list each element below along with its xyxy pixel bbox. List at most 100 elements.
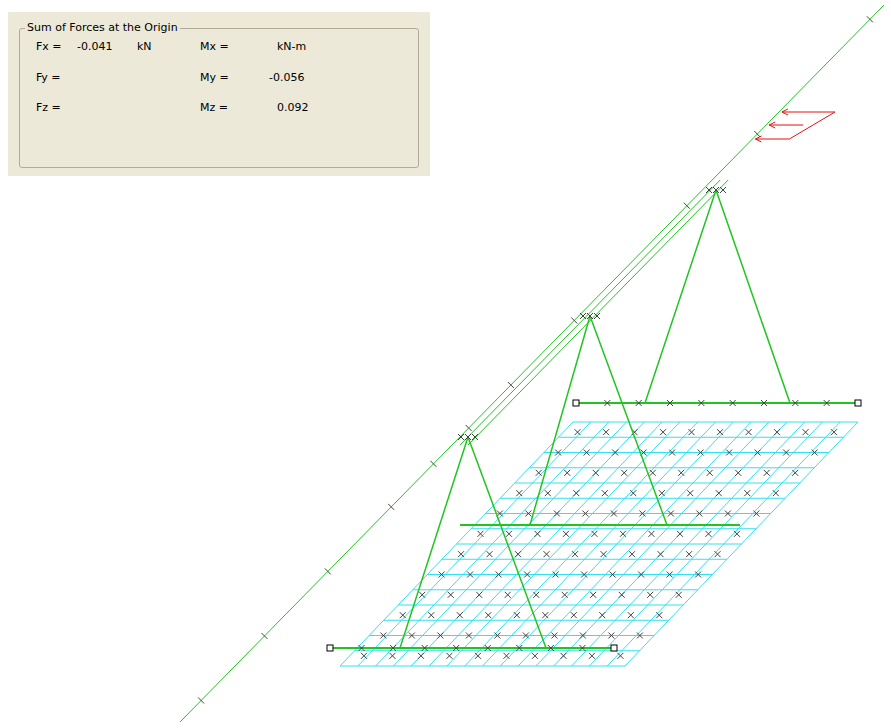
area-mark xyxy=(523,633,529,639)
area-mark xyxy=(524,572,530,578)
area-mark xyxy=(581,572,587,578)
result-value: -0.056 xyxy=(269,71,304,84)
area-mark xyxy=(554,511,560,517)
area-mark xyxy=(656,612,662,618)
area-mark xyxy=(428,612,434,618)
frame-mark xyxy=(580,313,586,319)
frame-mark xyxy=(548,645,554,651)
area-mark xyxy=(792,470,798,476)
area-mark xyxy=(831,429,837,435)
result-value: -0.041 xyxy=(77,40,112,53)
area-mark xyxy=(620,531,626,537)
frame-mark xyxy=(730,400,736,406)
area-mark xyxy=(698,450,704,456)
area-mark xyxy=(669,450,675,456)
area-mark xyxy=(536,470,542,476)
area-mark xyxy=(467,572,473,578)
area-mark xyxy=(582,511,588,517)
area-mark xyxy=(638,572,644,578)
area-mark xyxy=(551,633,557,639)
area-mark xyxy=(545,490,551,496)
area-mark xyxy=(629,551,635,557)
area-mark xyxy=(705,531,711,537)
area-mark xyxy=(523,633,529,639)
area-mark xyxy=(439,572,445,578)
area-mark xyxy=(612,450,618,456)
shell-mesh xyxy=(457,544,742,545)
cable-line xyxy=(180,5,884,722)
result-value: My = xyxy=(200,71,229,84)
frame-mark xyxy=(458,434,464,440)
area-mark xyxy=(466,633,472,639)
area-mark xyxy=(591,531,597,537)
area-mark xyxy=(689,429,695,435)
area-mark xyxy=(487,551,493,557)
area-mark xyxy=(735,470,741,476)
frame-mark xyxy=(390,645,396,651)
area-mark xyxy=(584,450,590,456)
beam xyxy=(460,524,740,526)
area-mark xyxy=(534,531,540,537)
area-mark xyxy=(580,633,586,639)
area-mark xyxy=(746,429,752,435)
result-value: Fx = xyxy=(36,40,62,53)
frame-mark xyxy=(824,400,830,406)
area-mark xyxy=(639,511,645,517)
shell-mesh xyxy=(558,437,843,438)
area-mark xyxy=(457,612,463,618)
area-mark xyxy=(505,592,511,598)
area-mark xyxy=(773,490,779,496)
area-mark xyxy=(628,612,634,618)
area-mark xyxy=(487,551,493,557)
frame-mark xyxy=(824,400,830,406)
area-mark xyxy=(687,490,693,496)
area-mark xyxy=(516,490,522,496)
area-mark xyxy=(783,450,789,456)
results-panel: Sum of Forces at the OriginFx =-0.041kNM… xyxy=(8,12,430,176)
area-mark xyxy=(726,450,732,456)
area-mark xyxy=(457,612,463,618)
area-mark xyxy=(621,470,627,476)
area-mark xyxy=(466,633,472,639)
shell-mesh xyxy=(515,483,800,484)
area-mark xyxy=(705,531,711,537)
shell-mesh xyxy=(589,422,822,666)
area-mark xyxy=(551,633,557,639)
area-mark xyxy=(659,490,665,496)
frame-mark xyxy=(636,400,642,406)
tower-leg xyxy=(645,190,716,403)
frame-mark xyxy=(604,400,610,406)
area-mark xyxy=(689,429,695,435)
area-mark xyxy=(611,511,617,517)
area-mark xyxy=(725,511,731,517)
frame-mark xyxy=(390,645,396,651)
frame-mark xyxy=(713,187,719,193)
area-mark xyxy=(774,429,780,435)
frame-mark xyxy=(548,645,554,651)
area-mark xyxy=(603,429,609,435)
load-arrow xyxy=(755,139,789,140)
area-mark xyxy=(553,572,559,578)
shell-mesh xyxy=(529,467,814,468)
area-mark xyxy=(602,490,608,496)
frame-mark xyxy=(458,434,464,440)
area-mark xyxy=(590,592,596,598)
area-mark xyxy=(562,592,568,598)
area-mark xyxy=(676,592,682,598)
area-mark xyxy=(380,633,386,639)
area-mark xyxy=(525,511,531,517)
area-mark xyxy=(612,450,618,456)
area-mark xyxy=(514,612,520,618)
area-mark xyxy=(676,592,682,598)
frame-mark xyxy=(359,645,365,651)
area-mark xyxy=(611,511,617,517)
frame-mark xyxy=(453,645,459,651)
area-mark xyxy=(572,551,578,557)
frame-mark xyxy=(706,187,712,193)
area-mark xyxy=(524,572,530,578)
area-mark xyxy=(734,531,740,537)
area-mark xyxy=(515,551,521,557)
frame-mark xyxy=(465,434,471,440)
area-mark xyxy=(533,592,539,598)
area-mark xyxy=(803,429,809,435)
